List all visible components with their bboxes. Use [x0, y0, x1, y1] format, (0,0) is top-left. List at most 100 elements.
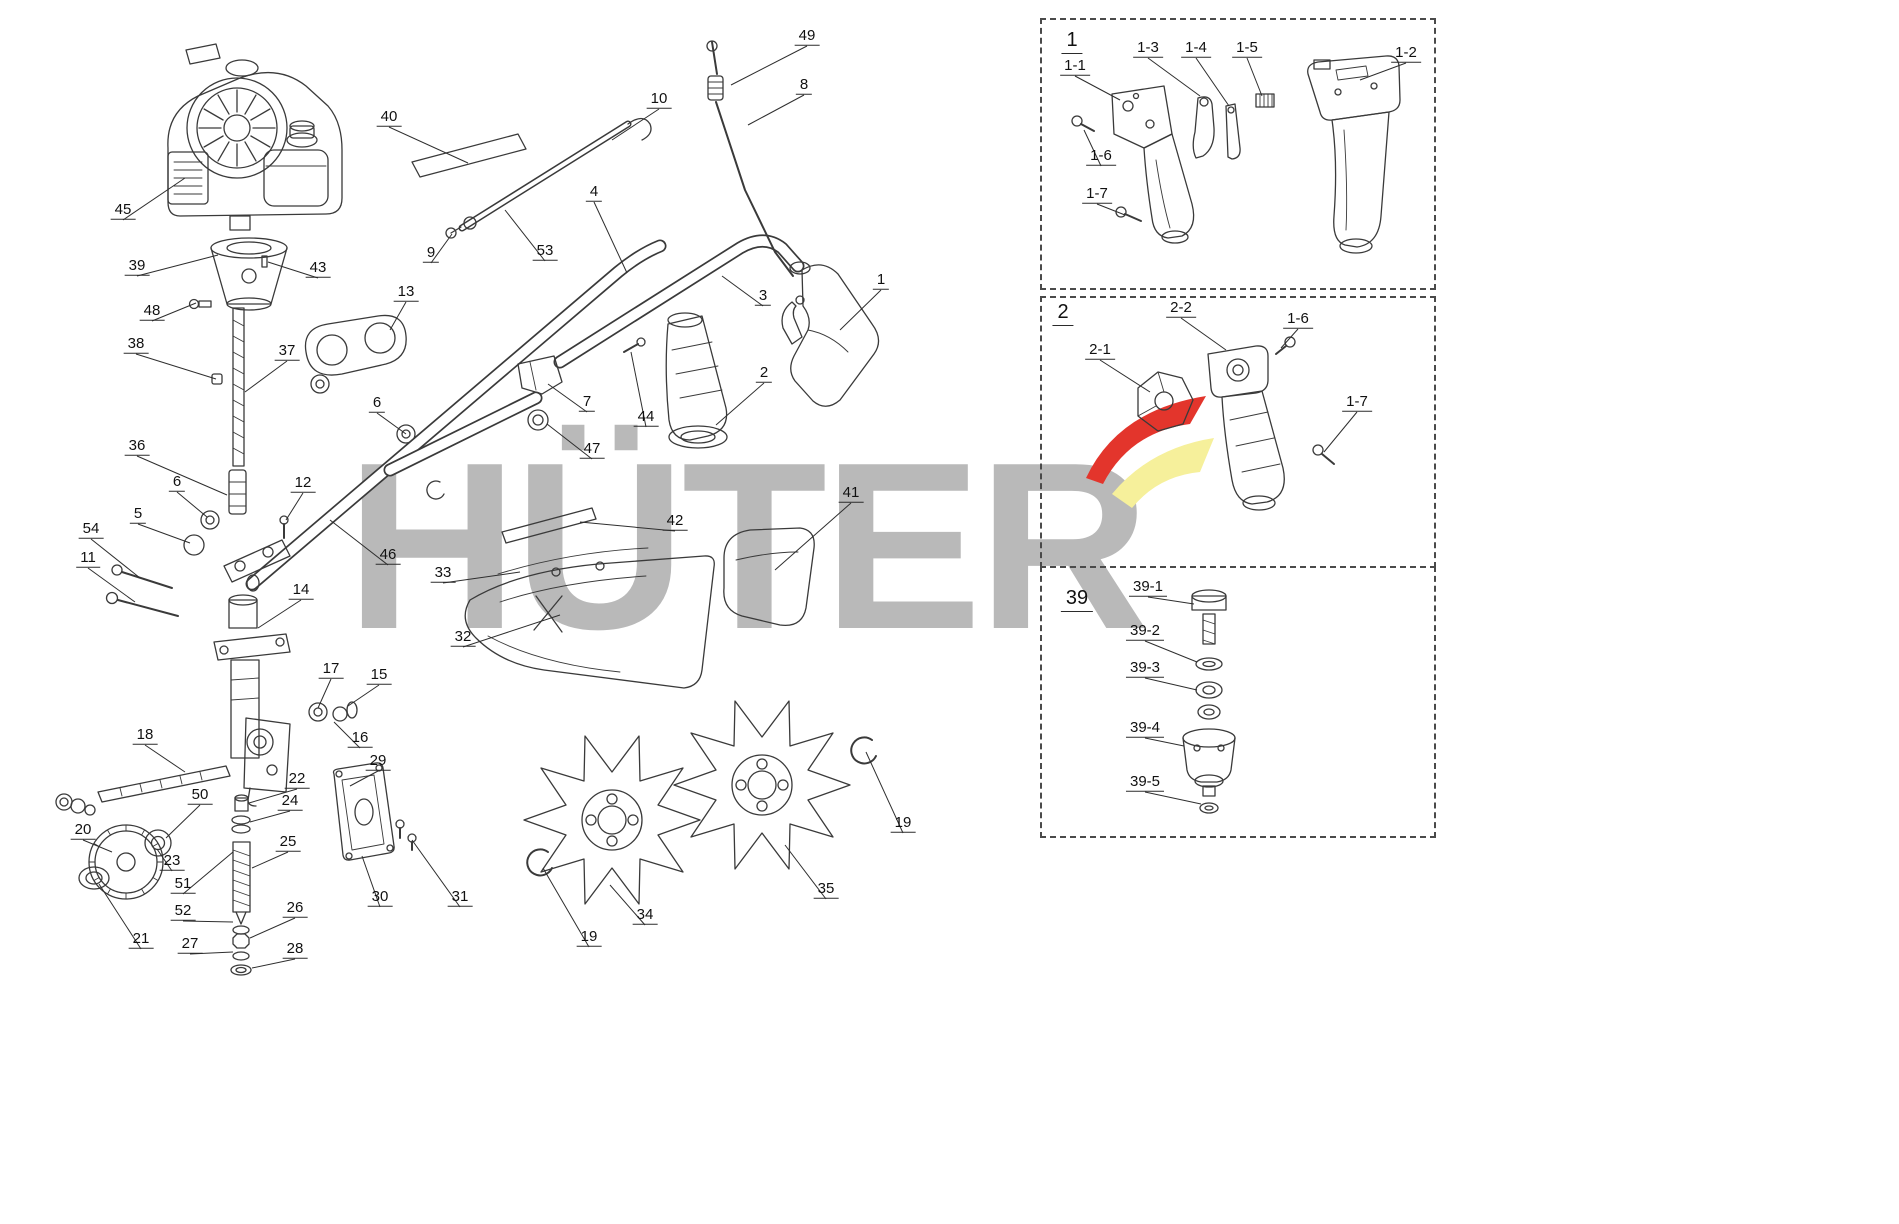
- huter-watermark-text: HÜTER: [346, 414, 1150, 679]
- leader-line-28: [251, 958, 296, 969]
- leader-line-37: [244, 360, 288, 393]
- leader-line-17: [317, 678, 332, 709]
- part-label-37: 37: [274, 342, 300, 361]
- part-label-25: 25: [275, 833, 301, 852]
- part-label-22: 22: [284, 770, 310, 789]
- part-label-1: 1: [872, 271, 890, 290]
- output-shaft: [55, 765, 231, 816]
- leader-line-36: [136, 455, 228, 496]
- part-label-24: 24: [277, 792, 303, 811]
- part-label-27: 27: [177, 935, 203, 954]
- leader-line-39: [136, 254, 219, 277]
- part-label-13: 13: [393, 283, 419, 302]
- part-label-12: 12: [290, 474, 316, 493]
- leader-line-52: [182, 920, 234, 923]
- leader-line-30: [361, 855, 381, 908]
- part-label-34: 34: [632, 906, 658, 925]
- part-label-49: 49: [794, 27, 820, 46]
- inset-box-clutch-drum: [1040, 566, 1436, 838]
- leader-line-23: [156, 848, 173, 872]
- part-label-6: 6: [168, 473, 186, 492]
- part-label-16: 16: [347, 729, 373, 748]
- leader-line-9: [430, 233, 453, 264]
- part-label-20: 20: [70, 821, 96, 840]
- leader-line-31: [411, 839, 461, 908]
- leader-line-16: [333, 721, 361, 749]
- leader-line-48: [151, 302, 197, 322]
- part-label-53: 53: [532, 242, 558, 261]
- part-label-9: 9: [422, 244, 440, 263]
- part-label-52: 52: [170, 902, 196, 921]
- leader-line-4: [593, 201, 628, 274]
- tine-wheel-right: [673, 700, 851, 870]
- part-label-19: 19: [576, 928, 602, 947]
- leader-line-13: [389, 301, 407, 331]
- part-label-43: 43: [305, 259, 331, 278]
- leader-line-6: [176, 491, 208, 518]
- leader-line-35: [784, 844, 827, 900]
- snap-rings: [526, 736, 877, 877]
- throttle-cable: [706, 40, 794, 277]
- leader-line-12: [285, 492, 304, 521]
- inset-title-2: 2: [1052, 301, 1074, 326]
- part-label-3: 3: [754, 287, 772, 306]
- leader-line-15: [347, 684, 380, 707]
- part-label-6: 6: [368, 394, 386, 413]
- part-label-45: 45: [110, 201, 136, 220]
- inset-box-handle-right: [1040, 18, 1436, 290]
- inset-box-handle-left: [1040, 296, 1436, 568]
- part-label-23: 23: [159, 852, 185, 871]
- depth-rod: [411, 117, 652, 239]
- part-label-35: 35: [813, 880, 839, 899]
- leader-line-53: [504, 209, 546, 262]
- part-label-11: 11: [76, 549, 100, 568]
- leader-line-8: [747, 94, 805, 126]
- leader-line-14: [257, 599, 302, 629]
- bracket-plate: [304, 314, 407, 394]
- part-label-51: 51: [170, 875, 196, 894]
- leader-line-5: [137, 523, 191, 544]
- part-label-26: 26: [282, 899, 308, 918]
- part-label-48: 48: [139, 302, 165, 321]
- worm-gear: [78, 824, 172, 900]
- part-label-7: 7: [578, 393, 596, 412]
- part-label-17: 17: [318, 660, 344, 679]
- part-label-2: 2: [755, 364, 773, 383]
- part-label-18: 18: [132, 726, 158, 745]
- leader-line-26: [249, 917, 296, 939]
- part-label-14: 14: [288, 581, 314, 600]
- leader-line-43: [267, 261, 319, 279]
- part-label-4: 4: [585, 183, 603, 202]
- leader-line-51: [182, 851, 234, 895]
- inset-title-1: 1: [1061, 29, 1083, 54]
- leader-line-18: [144, 744, 186, 773]
- part-label-5: 5: [129, 505, 147, 524]
- leader-line-27: [189, 951, 234, 955]
- part-label-31: 31: [447, 888, 473, 907]
- leader-line-10: [611, 108, 660, 141]
- tine-wheel-left: [523, 735, 701, 905]
- leader-line-19: [865, 751, 904, 834]
- part-label-28: 28: [282, 940, 308, 959]
- part-label-10: 10: [646, 90, 672, 109]
- leader-line-34: [609, 884, 646, 926]
- leader-line-1: [839, 289, 882, 331]
- leader-line-19: [542, 867, 590, 948]
- part-label-50: 50: [187, 786, 213, 805]
- leader-line-40: [388, 126, 469, 164]
- leader-line-21: [98, 883, 142, 950]
- leader-line-49: [730, 45, 808, 86]
- part-label-30: 30: [367, 888, 393, 907]
- part-label-40: 40: [376, 108, 402, 127]
- leader-line-22: [248, 788, 298, 804]
- part-label-38: 38: [123, 335, 149, 354]
- leader-line-3: [721, 275, 764, 307]
- throttle-handle: [781, 261, 880, 407]
- leader-line-50: [165, 804, 201, 839]
- clutch-housing: [188, 237, 288, 311]
- leader-line-25: [251, 851, 289, 869]
- leader-line-29: [349, 770, 379, 787]
- leader-line-11: [87, 567, 136, 603]
- leader-line-24: [249, 810, 291, 823]
